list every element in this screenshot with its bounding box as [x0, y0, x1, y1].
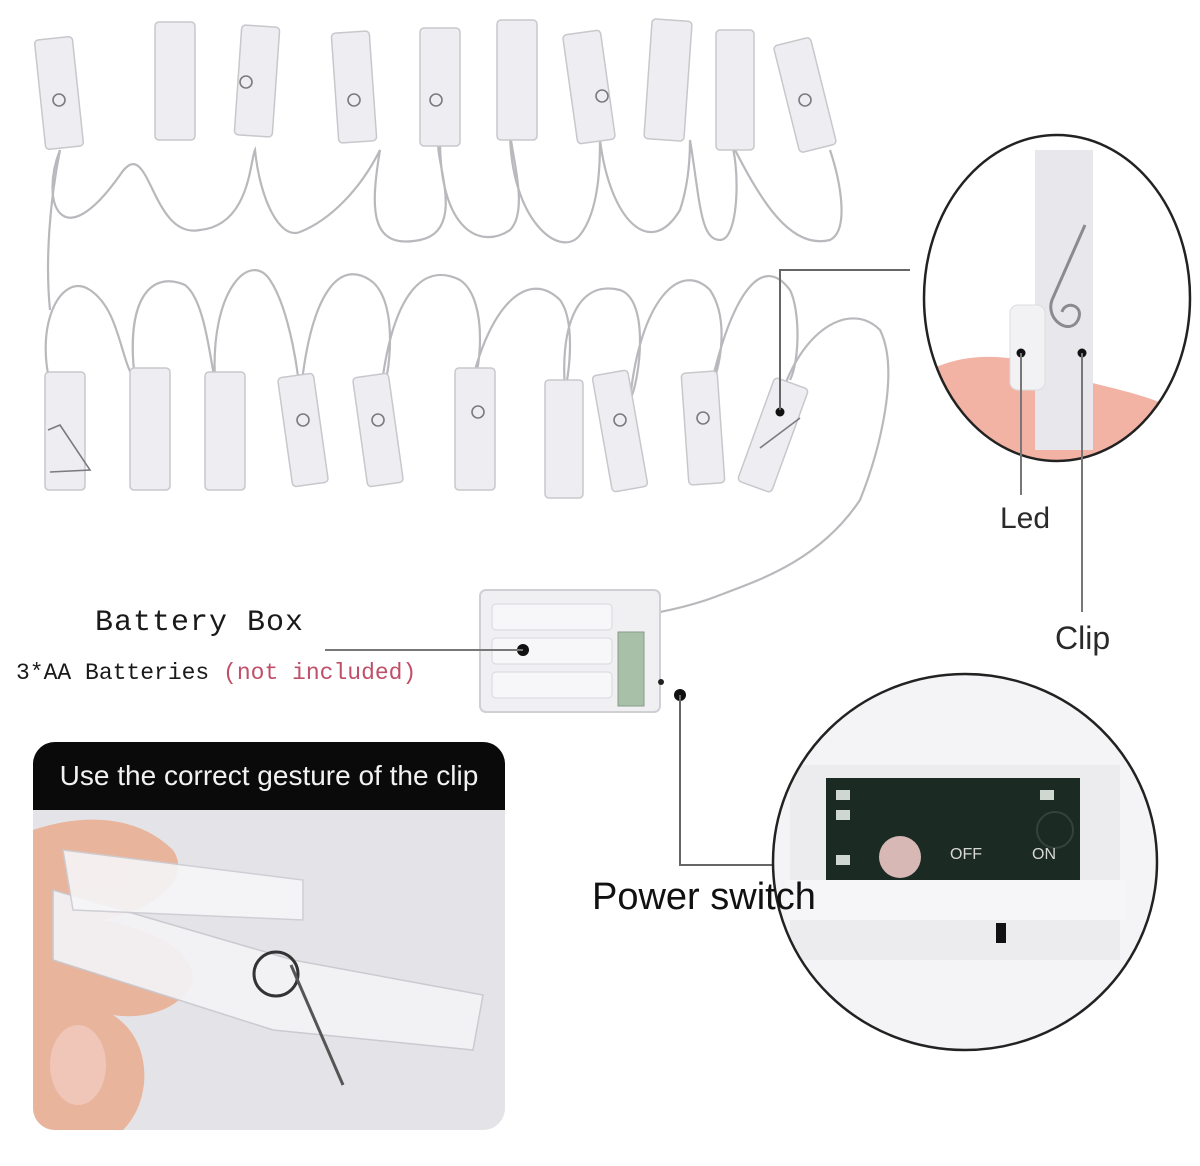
batteries-label: 3*AA Batteries (not included)	[16, 660, 416, 686]
switch-on-label: ON	[1032, 846, 1056, 863]
hand-holding-clip-photo	[33, 810, 505, 1130]
clip-label: Clip	[1055, 620, 1111, 656]
gesture-panel-title: Use the correct gesture of the clip	[33, 742, 505, 810]
gesture-panel: Use the correct gesture of the clip	[33, 742, 505, 1130]
led-label: Led	[1000, 502, 1051, 535]
batteries-note: (not included)	[223, 660, 417, 686]
batteries-text: 3*AA Batteries	[16, 660, 210, 686]
led-marker-dot	[775, 407, 785, 417]
power-switch-label: Power switch	[592, 876, 816, 918]
switch-off-label: OFF	[950, 846, 982, 863]
battery-box-label: Battery Box	[95, 606, 305, 640]
